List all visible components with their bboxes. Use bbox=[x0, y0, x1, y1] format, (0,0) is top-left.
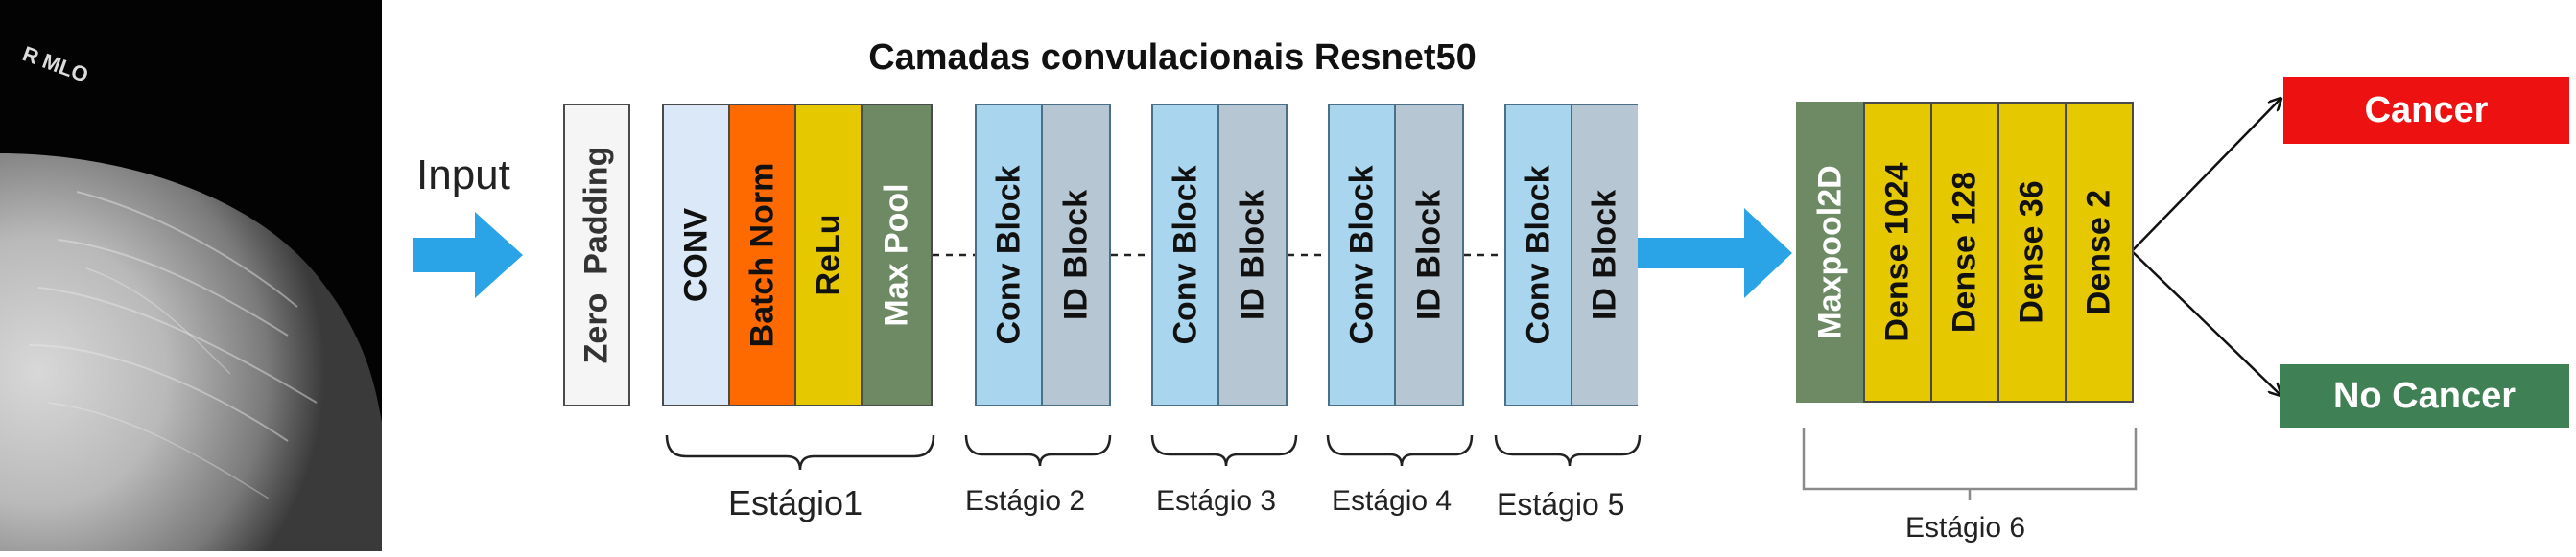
conv-label: CONV bbox=[677, 207, 715, 303]
stage-braces bbox=[665, 428, 2138, 500]
input-label: Input bbox=[416, 151, 510, 198]
stage2-id-block-label: ID Block bbox=[1057, 189, 1094, 321]
zero-padding-block: Zero Padding bbox=[563, 104, 630, 406]
stage2-conv-block: Conv Block bbox=[975, 104, 1044, 406]
dense-36-layer: Dense 36 bbox=[1997, 102, 2067, 403]
dense-128-label: Dense 128 bbox=[1946, 171, 1983, 334]
stage5-conv-block: Conv Block bbox=[1504, 104, 1573, 406]
cancer-arrow bbox=[2131, 99, 2281, 252]
stage5-id-block: ID Block bbox=[1571, 104, 1638, 406]
stage5-id-block-label: ID Block bbox=[1586, 189, 1623, 321]
diagram-title: Camadas convulacionais Resnet50 bbox=[868, 37, 1477, 78]
max-pool-label: Max Pool bbox=[878, 183, 914, 327]
stage4-label: Estágio 4 bbox=[1332, 485, 1453, 517]
stage1-label: Estágio1 bbox=[728, 483, 863, 522]
stage4-conv-block: Conv Block bbox=[1328, 104, 1397, 406]
stage3-conv-block-label: Conv Block bbox=[1167, 165, 1204, 345]
stage3-id-block: ID Block bbox=[1217, 104, 1288, 406]
dense-36-label: Dense 36 bbox=[2013, 180, 2050, 324]
stage4-id-block: ID Block bbox=[1394, 104, 1464, 406]
stage3-conv-block: Conv Block bbox=[1151, 104, 1220, 406]
relu-label: ReLu bbox=[810, 214, 847, 296]
feature-arrow-icon bbox=[1637, 208, 1792, 298]
batch-norm-label: Batch Norm bbox=[744, 162, 781, 348]
dense-1024-label: Dense 1024 bbox=[1879, 162, 1916, 342]
stage3-label: Estágio 3 bbox=[1156, 485, 1277, 517]
cancer-output: Cancer bbox=[2283, 77, 2569, 144]
stage6-label: Estágio 6 bbox=[1905, 512, 2026, 544]
stage4-id-block-label: ID Block bbox=[1410, 189, 1447, 321]
maxpool2d-label: Maxpool2D bbox=[1811, 165, 1849, 339]
conv-layer: CONV bbox=[662, 104, 731, 406]
dense-2-label: Dense 2 bbox=[2080, 189, 2117, 315]
maxpool2d-layer: Maxpool2D bbox=[1796, 102, 1865, 403]
mammogram-image bbox=[0, 0, 382, 551]
stage2-id-block: ID Block bbox=[1041, 104, 1111, 406]
relu-layer: ReLu bbox=[794, 104, 863, 406]
dense-2-layer: Dense 2 bbox=[2065, 102, 2134, 403]
dense-1024-layer: Dense 1024 bbox=[1863, 102, 1932, 403]
stage5-conv-block-label: Conv Block bbox=[1520, 165, 1557, 345]
zero-padding-label: Zero Padding bbox=[578, 146, 615, 364]
input-arrow-icon bbox=[413, 212, 523, 298]
stage5-label: Estágio 5 bbox=[1497, 487, 1625, 522]
stage2-conv-block-label: Conv Block bbox=[990, 165, 1028, 345]
stage3-id-block-label: ID Block bbox=[1234, 189, 1270, 321]
stage2-label: Estágio 2 bbox=[965, 485, 1086, 517]
stage4-conv-block-label: Conv Block bbox=[1343, 165, 1381, 345]
max-pool-layer: Max Pool bbox=[861, 104, 933, 406]
batch-norm-layer: Batch Norm bbox=[728, 104, 797, 406]
no-cancer-arrow bbox=[2131, 250, 2281, 395]
no-cancer-output: No Cancer bbox=[2280, 364, 2569, 428]
dense-128-layer: Dense 128 bbox=[1930, 102, 1999, 403]
